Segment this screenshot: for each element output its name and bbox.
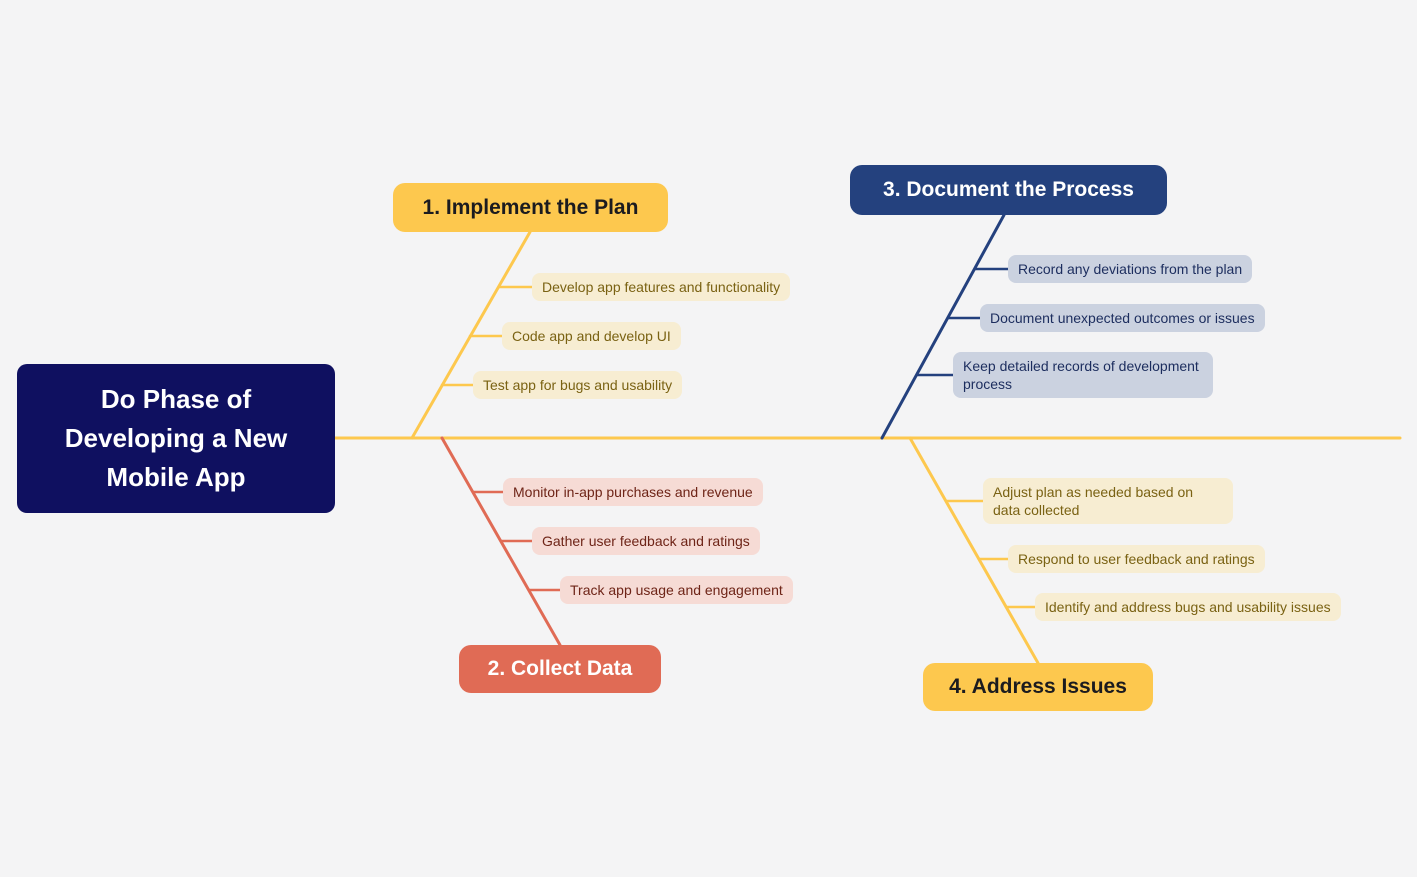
sub-item-document-unexpected-outcomes[interactable]: Document unexpected outcomes or issues — [980, 304, 1265, 332]
sub-item-develop-app-features[interactable]: Develop app features and functionality — [532, 273, 791, 301]
branch-label-document-the-process[interactable]: 3. Document the Process — [850, 165, 1167, 215]
sub-item-monitor-in-app-purchases[interactable]: Monitor in-app purchases and revenue — [503, 478, 763, 506]
sub-item-keep-detailed-records[interactable]: Keep detailed records of development pro… — [953, 352, 1213, 398]
sub-item-record-deviations[interactable]: Record any deviations from the plan — [1008, 255, 1253, 283]
root-node[interactable]: Do Phase of Developing a New Mobile App — [17, 364, 335, 513]
sub-item-track-app-usage[interactable]: Track app usage and engagement — [560, 576, 793, 604]
sub-item-adjust-plan[interactable]: Adjust plan as needed based on data coll… — [983, 478, 1233, 524]
sub-item-code-app-develop-ui[interactable]: Code app and develop UI — [502, 322, 681, 350]
sub-item-identify-address-bugs[interactable]: Identify and address bugs and usability … — [1035, 593, 1341, 621]
branch-label-collect-data[interactable]: 2. Collect Data — [459, 645, 661, 693]
branch-label-address-issues[interactable]: 4. Address Issues — [923, 663, 1153, 711]
branch-label-implement-the-plan[interactable]: 1. Implement the Plan — [393, 183, 668, 232]
sub-item-gather-user-feedback[interactable]: Gather user feedback and ratings — [532, 527, 760, 555]
sub-item-respond-to-feedback[interactable]: Respond to user feedback and ratings — [1008, 545, 1265, 573]
sub-item-test-app-bugs-usability[interactable]: Test app for bugs and usability — [473, 371, 683, 399]
